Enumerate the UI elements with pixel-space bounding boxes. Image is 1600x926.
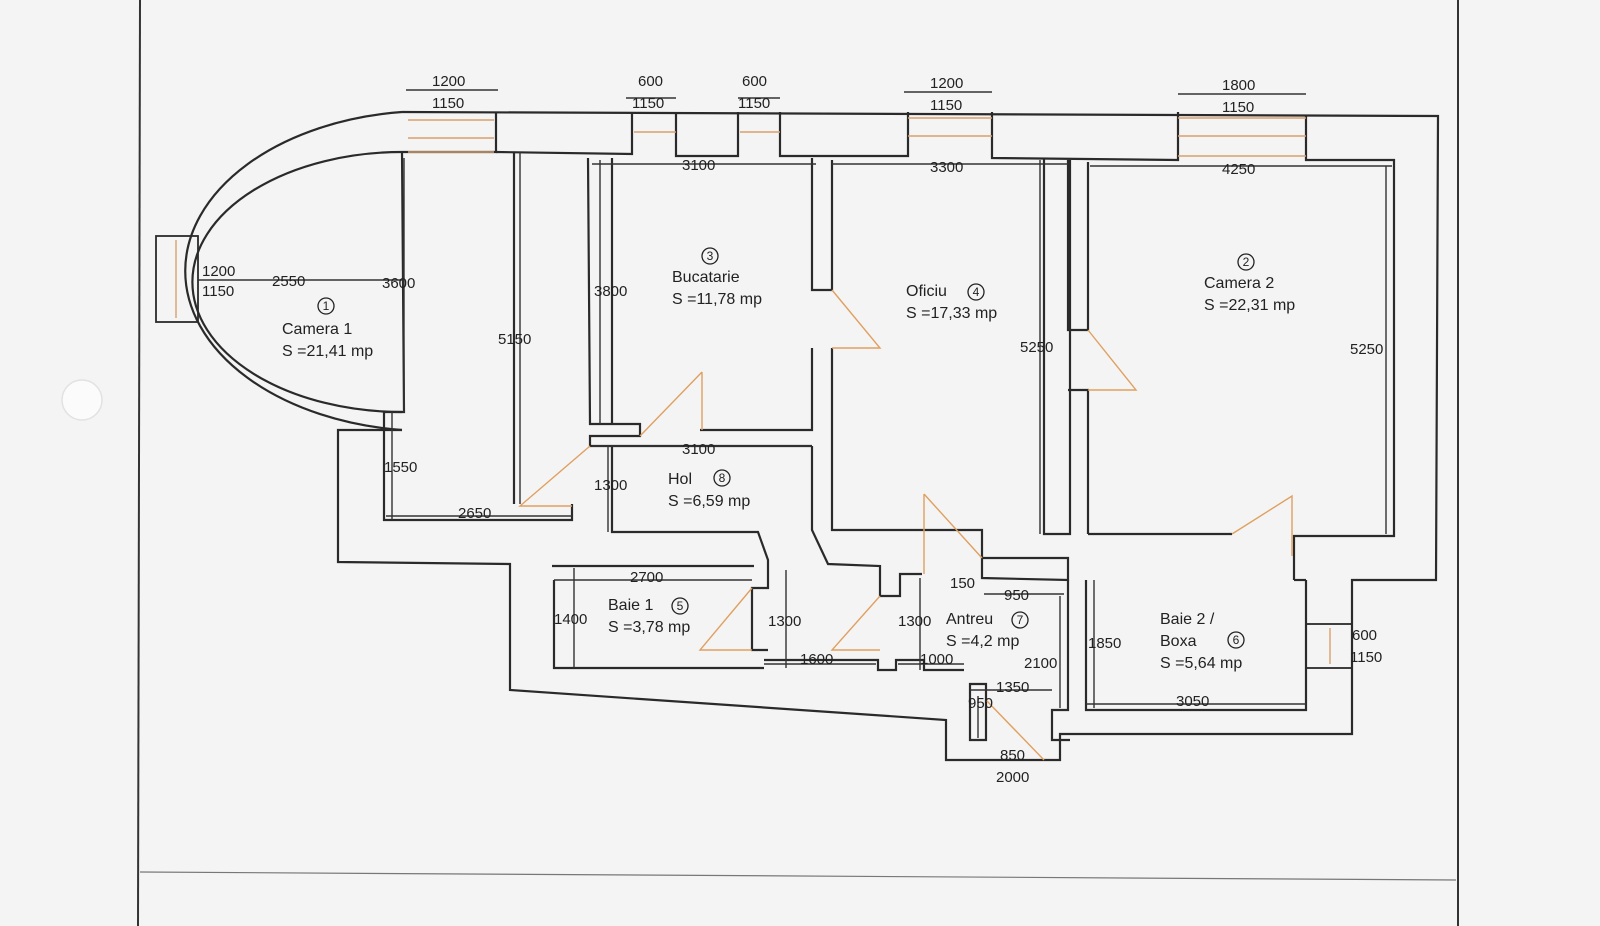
room-area-camera1: S =21,41 mp — [282, 343, 373, 360]
room-number-baie2: 6 — [1233, 633, 1240, 647]
dim-2650: 2650 — [458, 505, 491, 522]
dim-1600: 1600 — [800, 651, 833, 668]
room-area-oficiu: S =17,33 mp — [906, 305, 997, 322]
room-name-baie1: Baie 1 — [608, 597, 653, 614]
dim-1300a: 1300 — [594, 477, 627, 494]
room-area-antreu: S =4,2 mp — [946, 633, 1019, 650]
dim-5150: 5150 — [498, 331, 531, 348]
windows — [175, 117, 1331, 664]
dim-3600: 3600 — [382, 275, 415, 292]
dimension-labels: 1200 1150 600 1150 600 1150 1200 1150 18… — [202, 73, 1383, 786]
room-area-baie2: S =5,64 mp — [1160, 655, 1242, 672]
room-number-camera2: 2 — [1243, 255, 1250, 269]
dim-1300c: 1300 — [898, 613, 931, 630]
room-name-hol: Hol — [668, 471, 692, 488]
dim-w3-bot: 1150 — [738, 95, 770, 112]
dim-3300: 3300 — [930, 159, 963, 176]
dim-1000: 1000 — [920, 651, 953, 668]
room-name-camera2: Camera 2 — [1204, 275, 1274, 292]
dim-1350: 1350 — [996, 679, 1029, 696]
room-name-camera1: Camera 1 — [282, 321, 352, 338]
dim-5250a: 5250 — [1020, 339, 1053, 356]
dim-w2-top: 600 — [638, 73, 663, 90]
dim-w4-bot: 1150 — [930, 97, 962, 114]
room-name-oficiu: Oficiu — [906, 283, 947, 300]
dim-w5-top: 1800 — [1222, 77, 1255, 94]
room-name-antreu: Antreu — [946, 611, 993, 628]
room-number-antreu: 7 — [1017, 613, 1024, 627]
room-number-baie1: 5 — [677, 599, 684, 613]
dim-2000: 2000 — [996, 769, 1029, 786]
dim-w6-bot: 1150 — [202, 283, 234, 300]
dim-4250: 4250 — [1222, 161, 1255, 178]
walls — [155, 110, 1440, 762]
dim-w7-top: 600 — [1352, 627, 1377, 644]
dim-3050: 3050 — [1176, 693, 1209, 710]
dim-w6-top: 1200 — [202, 263, 235, 280]
dim-850: 850 — [1000, 747, 1025, 764]
dim-w3-top: 600 — [742, 73, 767, 90]
dim-w7-bot: 1150 — [1350, 649, 1382, 666]
room-number-bucatarie: 3 — [707, 249, 714, 263]
sheet-frame — [137, 0, 1459, 926]
room-name2-baie2: Boxa — [1160, 633, 1197, 650]
dim-950a: 950 — [1004, 587, 1029, 604]
dim-950b: 950 — [968, 695, 993, 712]
room-area-hol: S =6,59 mp — [668, 493, 750, 510]
dim-3100b: 3100 — [682, 441, 715, 458]
punch-hole-mark — [61, 379, 103, 421]
room-labels: 1 Camera 1 S =21,41 mp 3 Bucatarie S =11… — [282, 247, 1295, 672]
room-number-camera1: 1 — [323, 299, 330, 313]
dim-w4-top: 1200 — [930, 75, 963, 92]
dim-2100: 2100 — [1024, 655, 1057, 672]
room-number-oficiu: 4 — [973, 285, 980, 299]
dim-1300b: 1300 — [768, 613, 801, 630]
doors — [518, 289, 1293, 761]
dim-2700: 2700 — [630, 569, 663, 586]
dim-3800: 3800 — [594, 283, 627, 300]
dim-w5-bot: 1150 — [1222, 99, 1254, 116]
room-area-camera2: S =22,31 mp — [1204, 297, 1295, 314]
dim-1850: 1850 — [1088, 635, 1121, 652]
dim-w2-bot: 1150 — [632, 95, 664, 112]
room-name-bucatarie: Bucatarie — [672, 269, 740, 286]
dim-1550: 1550 — [384, 459, 417, 476]
room-number-hol: 8 — [719, 471, 726, 485]
room-area-baie1: S =3,78 mp — [608, 619, 690, 636]
room-area-bucatarie: S =11,78 mp — [672, 291, 762, 308]
dim-150: 150 — [950, 575, 975, 592]
dim-2550: 2550 — [272, 273, 305, 290]
room-name-baie2: Baie 2 / — [1160, 611, 1215, 628]
dim-w1-top: 1200 — [432, 73, 465, 90]
dim-1400: 1400 — [554, 611, 587, 628]
dimension-lines — [198, 89, 1392, 738]
dim-5250b: 5250 — [1350, 341, 1383, 358]
dim-3100a: 3100 — [682, 157, 715, 174]
dim-w1-bot: 1150 — [432, 95, 464, 112]
